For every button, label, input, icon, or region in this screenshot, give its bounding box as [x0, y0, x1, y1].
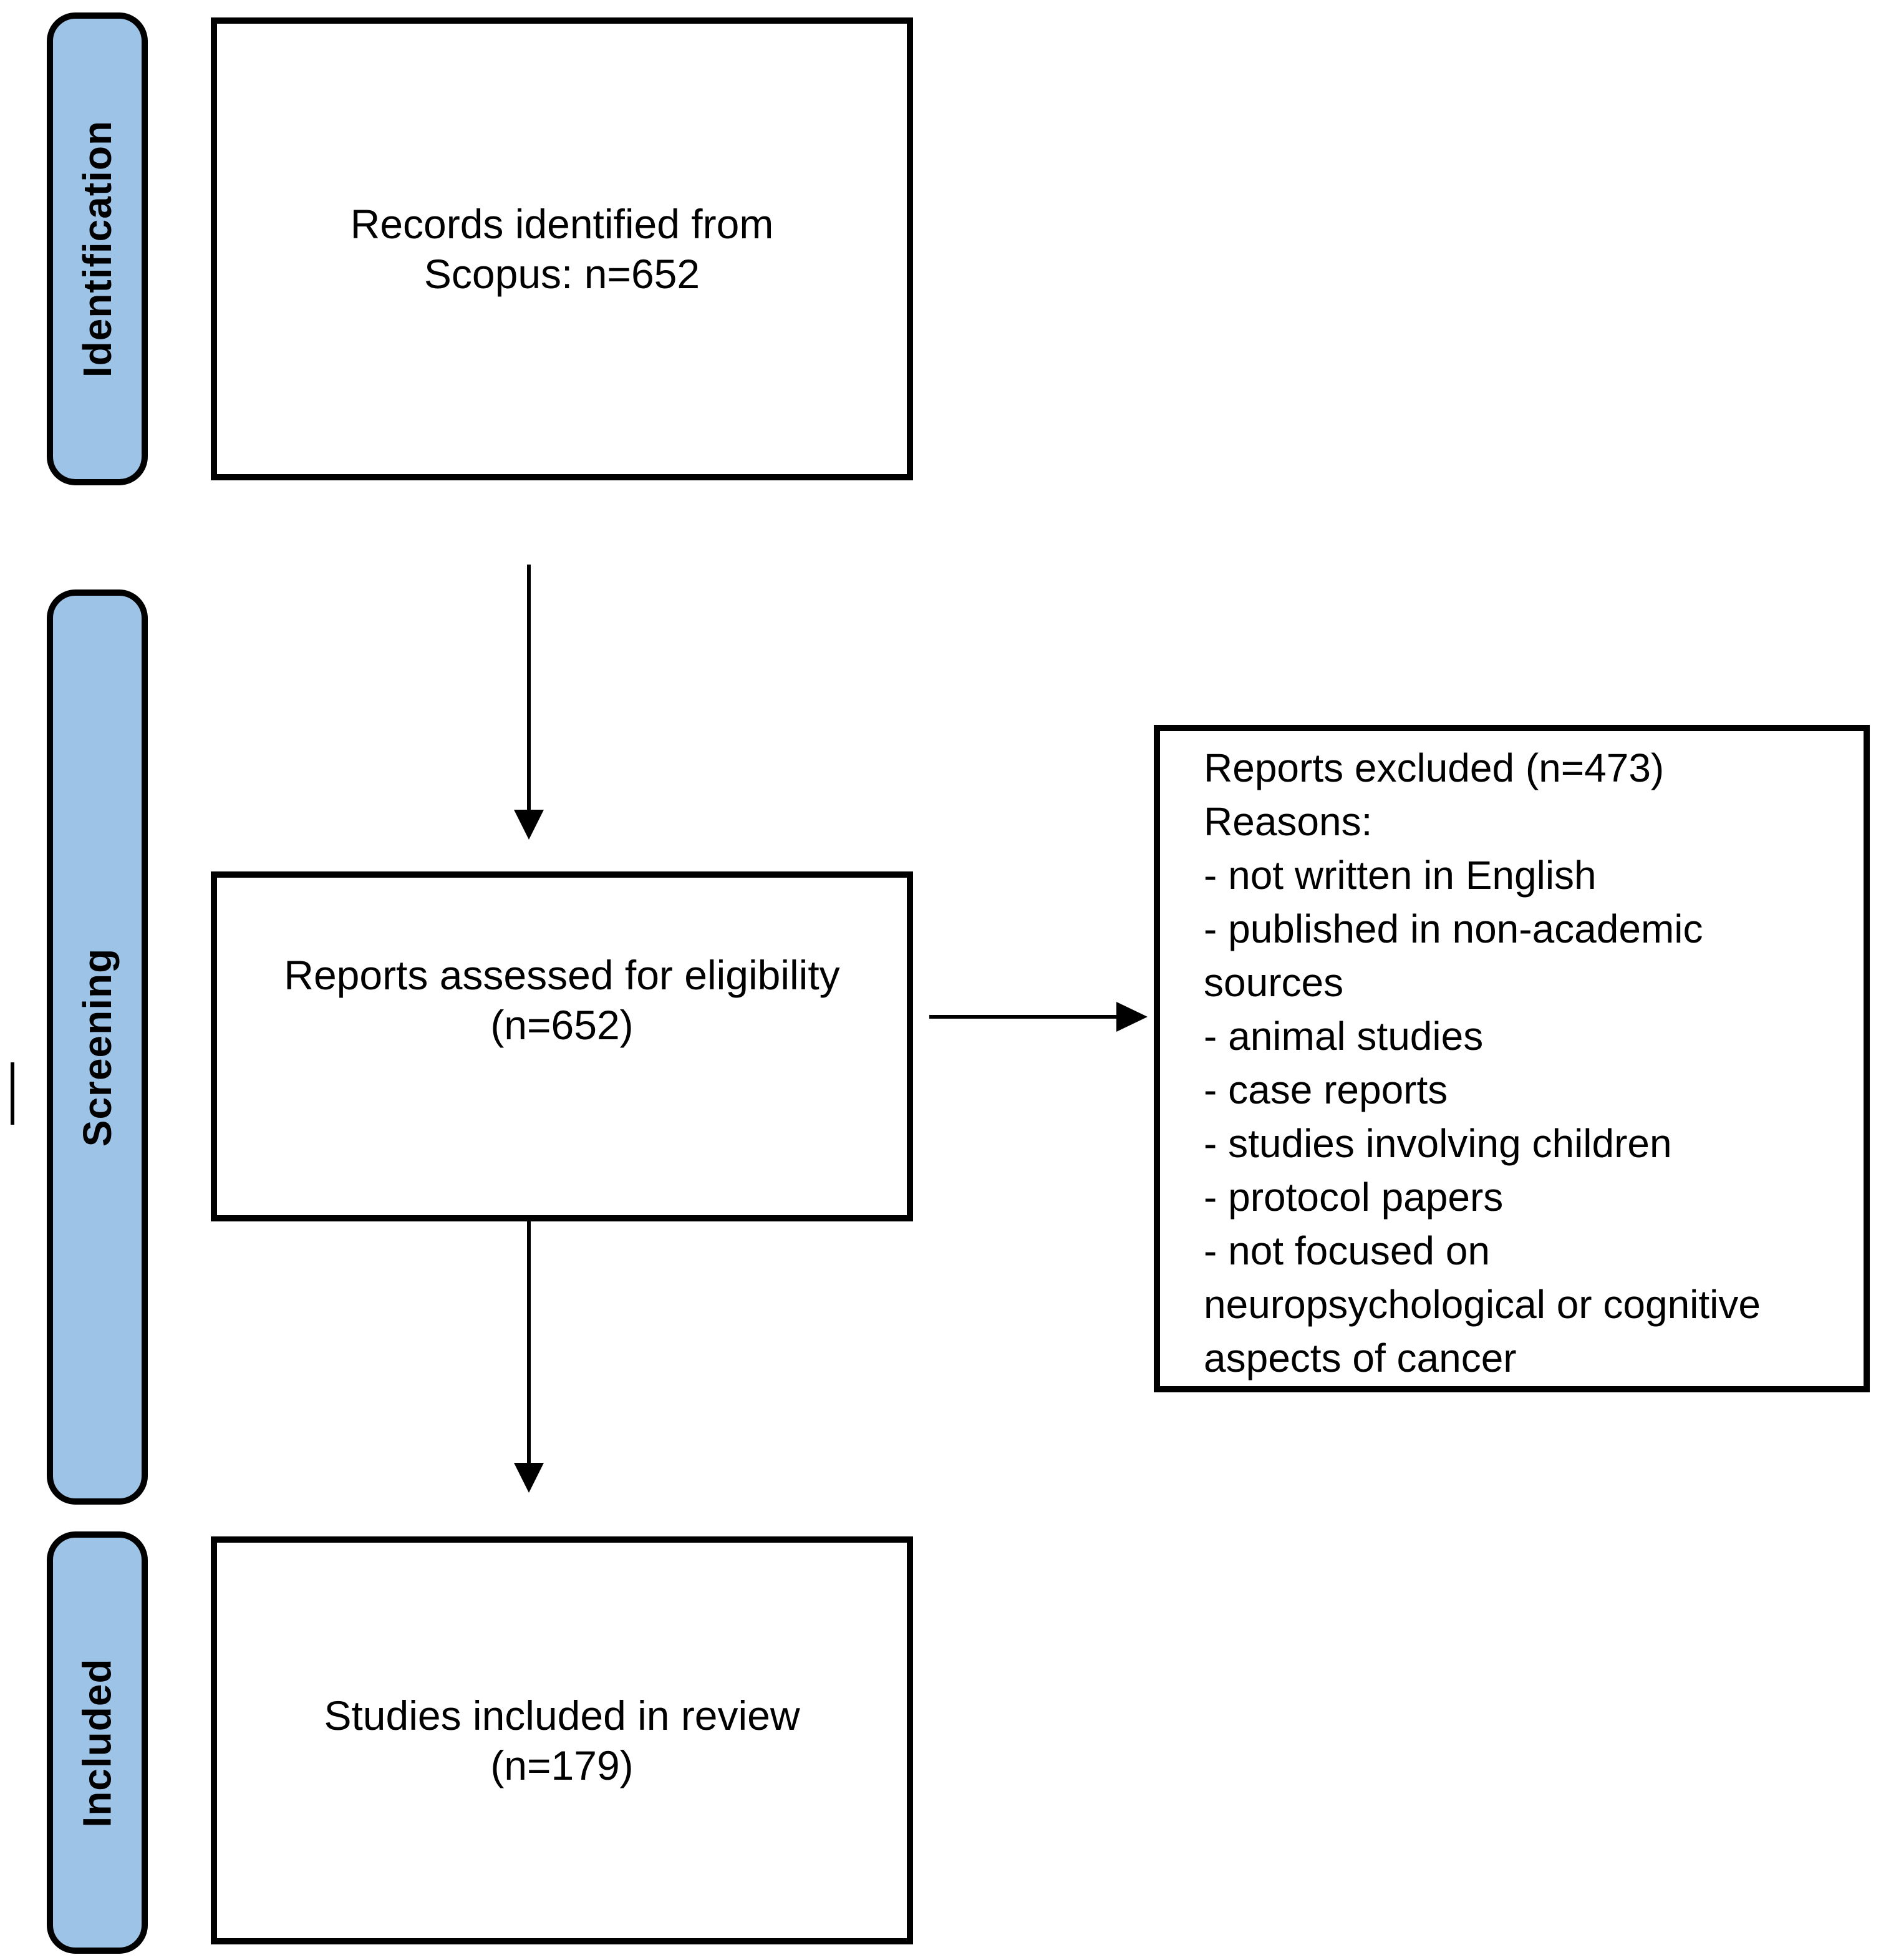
- stage-screening-label: Screening: [75, 948, 120, 1147]
- records-identified-line1: Records identified from: [350, 201, 774, 247]
- exclusion-reason: - animal studies: [1204, 1014, 1484, 1059]
- arrowhead-down-records-to-reports: [514, 810, 544, 840]
- exclusion-reason: - not focused on neuropsychological or c…: [1204, 1228, 1761, 1380]
- reports-excluded-box: Reports excluded (n=473) Reasons: - not …: [1154, 725, 1870, 1392]
- studies-included-line2: (n=179): [490, 1742, 634, 1788]
- studies-included-line1: Studies included in review: [324, 1692, 800, 1739]
- arrowhead-down-reports-to-included: [514, 1463, 544, 1493]
- exclusion-reason: - published in non-academic sources: [1204, 906, 1703, 1005]
- arrow-down-records-to-reports: [527, 565, 531, 811]
- arrowhead-right-reports-to-excluded: [1116, 1002, 1148, 1032]
- reports-assessed-line2: (n=652): [490, 1001, 634, 1048]
- arrow-right-reports-to-excluded: [929, 1015, 1116, 1019]
- exclusion-reason: - case reports: [1204, 1067, 1448, 1112]
- exclusion-reason: - protocol papers: [1204, 1175, 1504, 1220]
- stage-included-pill: Included: [47, 1531, 148, 1954]
- exclusion-reason: - studies involving children: [1204, 1121, 1672, 1166]
- stray-tick-mark: [11, 1062, 14, 1125]
- stage-screening-pill: Screening: [47, 589, 148, 1505]
- records-identified-line2: Scopus: n=652: [423, 251, 700, 297]
- reports-excluded-title: Reports excluded (n=473): [1204, 745, 1665, 790]
- reports-assessed-line1: Reports assessed for eligibility: [284, 951, 840, 998]
- records-identified-box: Records identified from Scopus: n=652: [211, 17, 913, 480]
- reports-assessed-box: Reports assessed for eligibility (n=652): [211, 871, 913, 1221]
- studies-included-box: Studies included in review (n=179): [211, 1536, 913, 1944]
- stage-identification-label: Identification: [75, 120, 120, 378]
- stage-included-label: Included: [75, 1657, 120, 1828]
- exclusion-reason: - not written in English: [1204, 853, 1597, 898]
- arrow-down-reports-to-included: [527, 1221, 531, 1463]
- stage-identification-pill: Identification: [47, 12, 148, 485]
- reports-excluded-reasons-label: Reasons:: [1204, 799, 1373, 844]
